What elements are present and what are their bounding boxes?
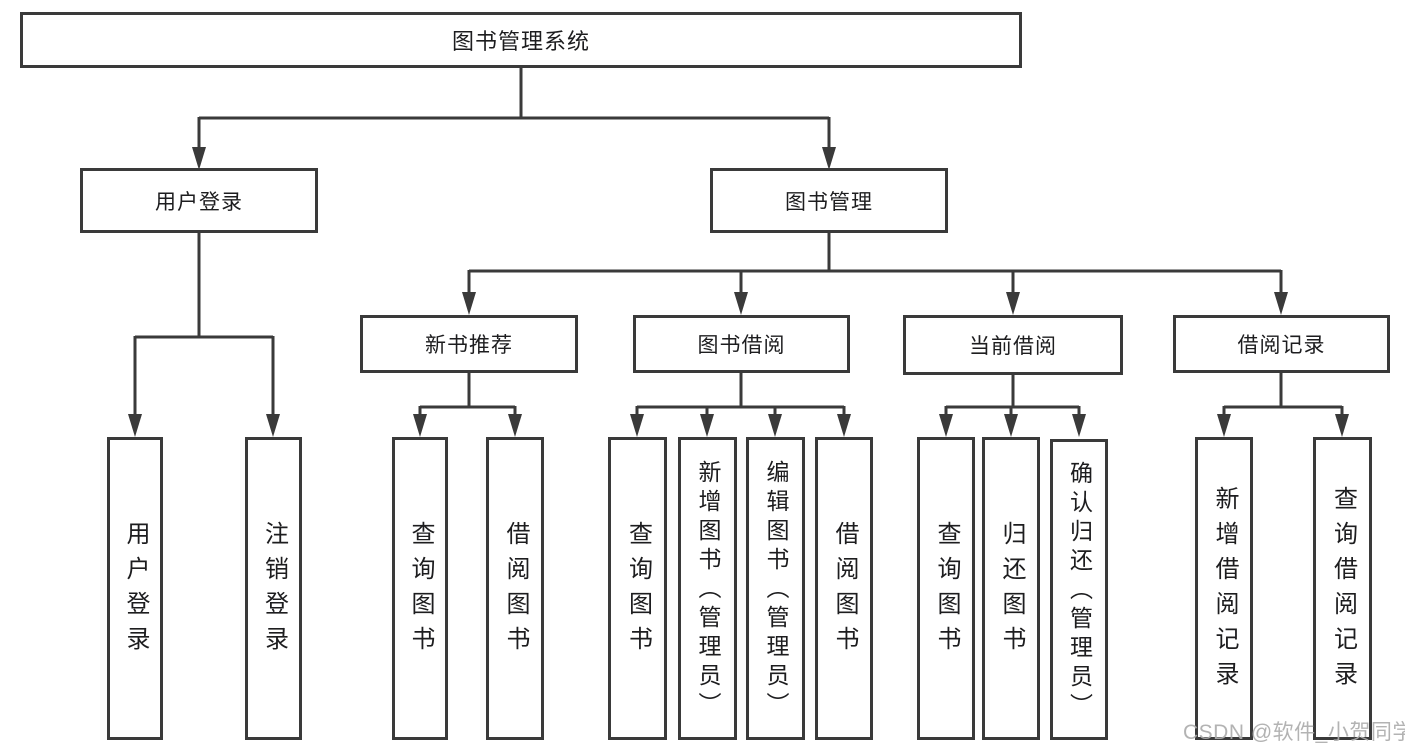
node-current-borrow: 当前借阅 (903, 315, 1123, 375)
node-leaf-user-login: 用户登录 (107, 437, 163, 740)
node-leaf-return-book: 归还图书 (982, 437, 1040, 740)
node-leaf-edit-book-admin: 编辑图书（管理员） (746, 437, 805, 740)
node-new-book-recommend: 新书推荐 (360, 315, 578, 373)
node-leaf-query-book-2: 查询图书 (608, 437, 667, 740)
node-leaf-query-borrow-record: 查询借阅记录 (1313, 437, 1372, 740)
node-leaf-add-borrow-record: 新增借阅记录 (1195, 437, 1253, 740)
node-leaf-query-book-3: 查询图书 (917, 437, 975, 740)
node-leaf-borrow-book-2: 借阅图书 (815, 437, 873, 740)
node-leaf-query-book-1: 查询图书 (392, 437, 448, 740)
node-book-management-module: 图书管理 (710, 168, 948, 233)
node-book-borrow: 图书借阅 (633, 315, 850, 373)
node-leaf-confirm-return-admin: 确认归还（管理员） (1050, 439, 1108, 740)
arrowheads (128, 147, 1349, 437)
node-user-login-module: 用户登录 (80, 168, 318, 233)
csdn-watermark: CSDN @软件_小贺同学 (1183, 721, 1405, 744)
node-leaf-add-book-admin: 新增图书（管理员） (678, 437, 737, 740)
node-leaf-logout: 注销登录 (245, 437, 302, 740)
node-leaf-borrow-book-1: 借阅图书 (486, 437, 544, 740)
node-root-system: 图书管理系统 (20, 12, 1022, 68)
node-borrow-records: 借阅记录 (1173, 315, 1390, 373)
